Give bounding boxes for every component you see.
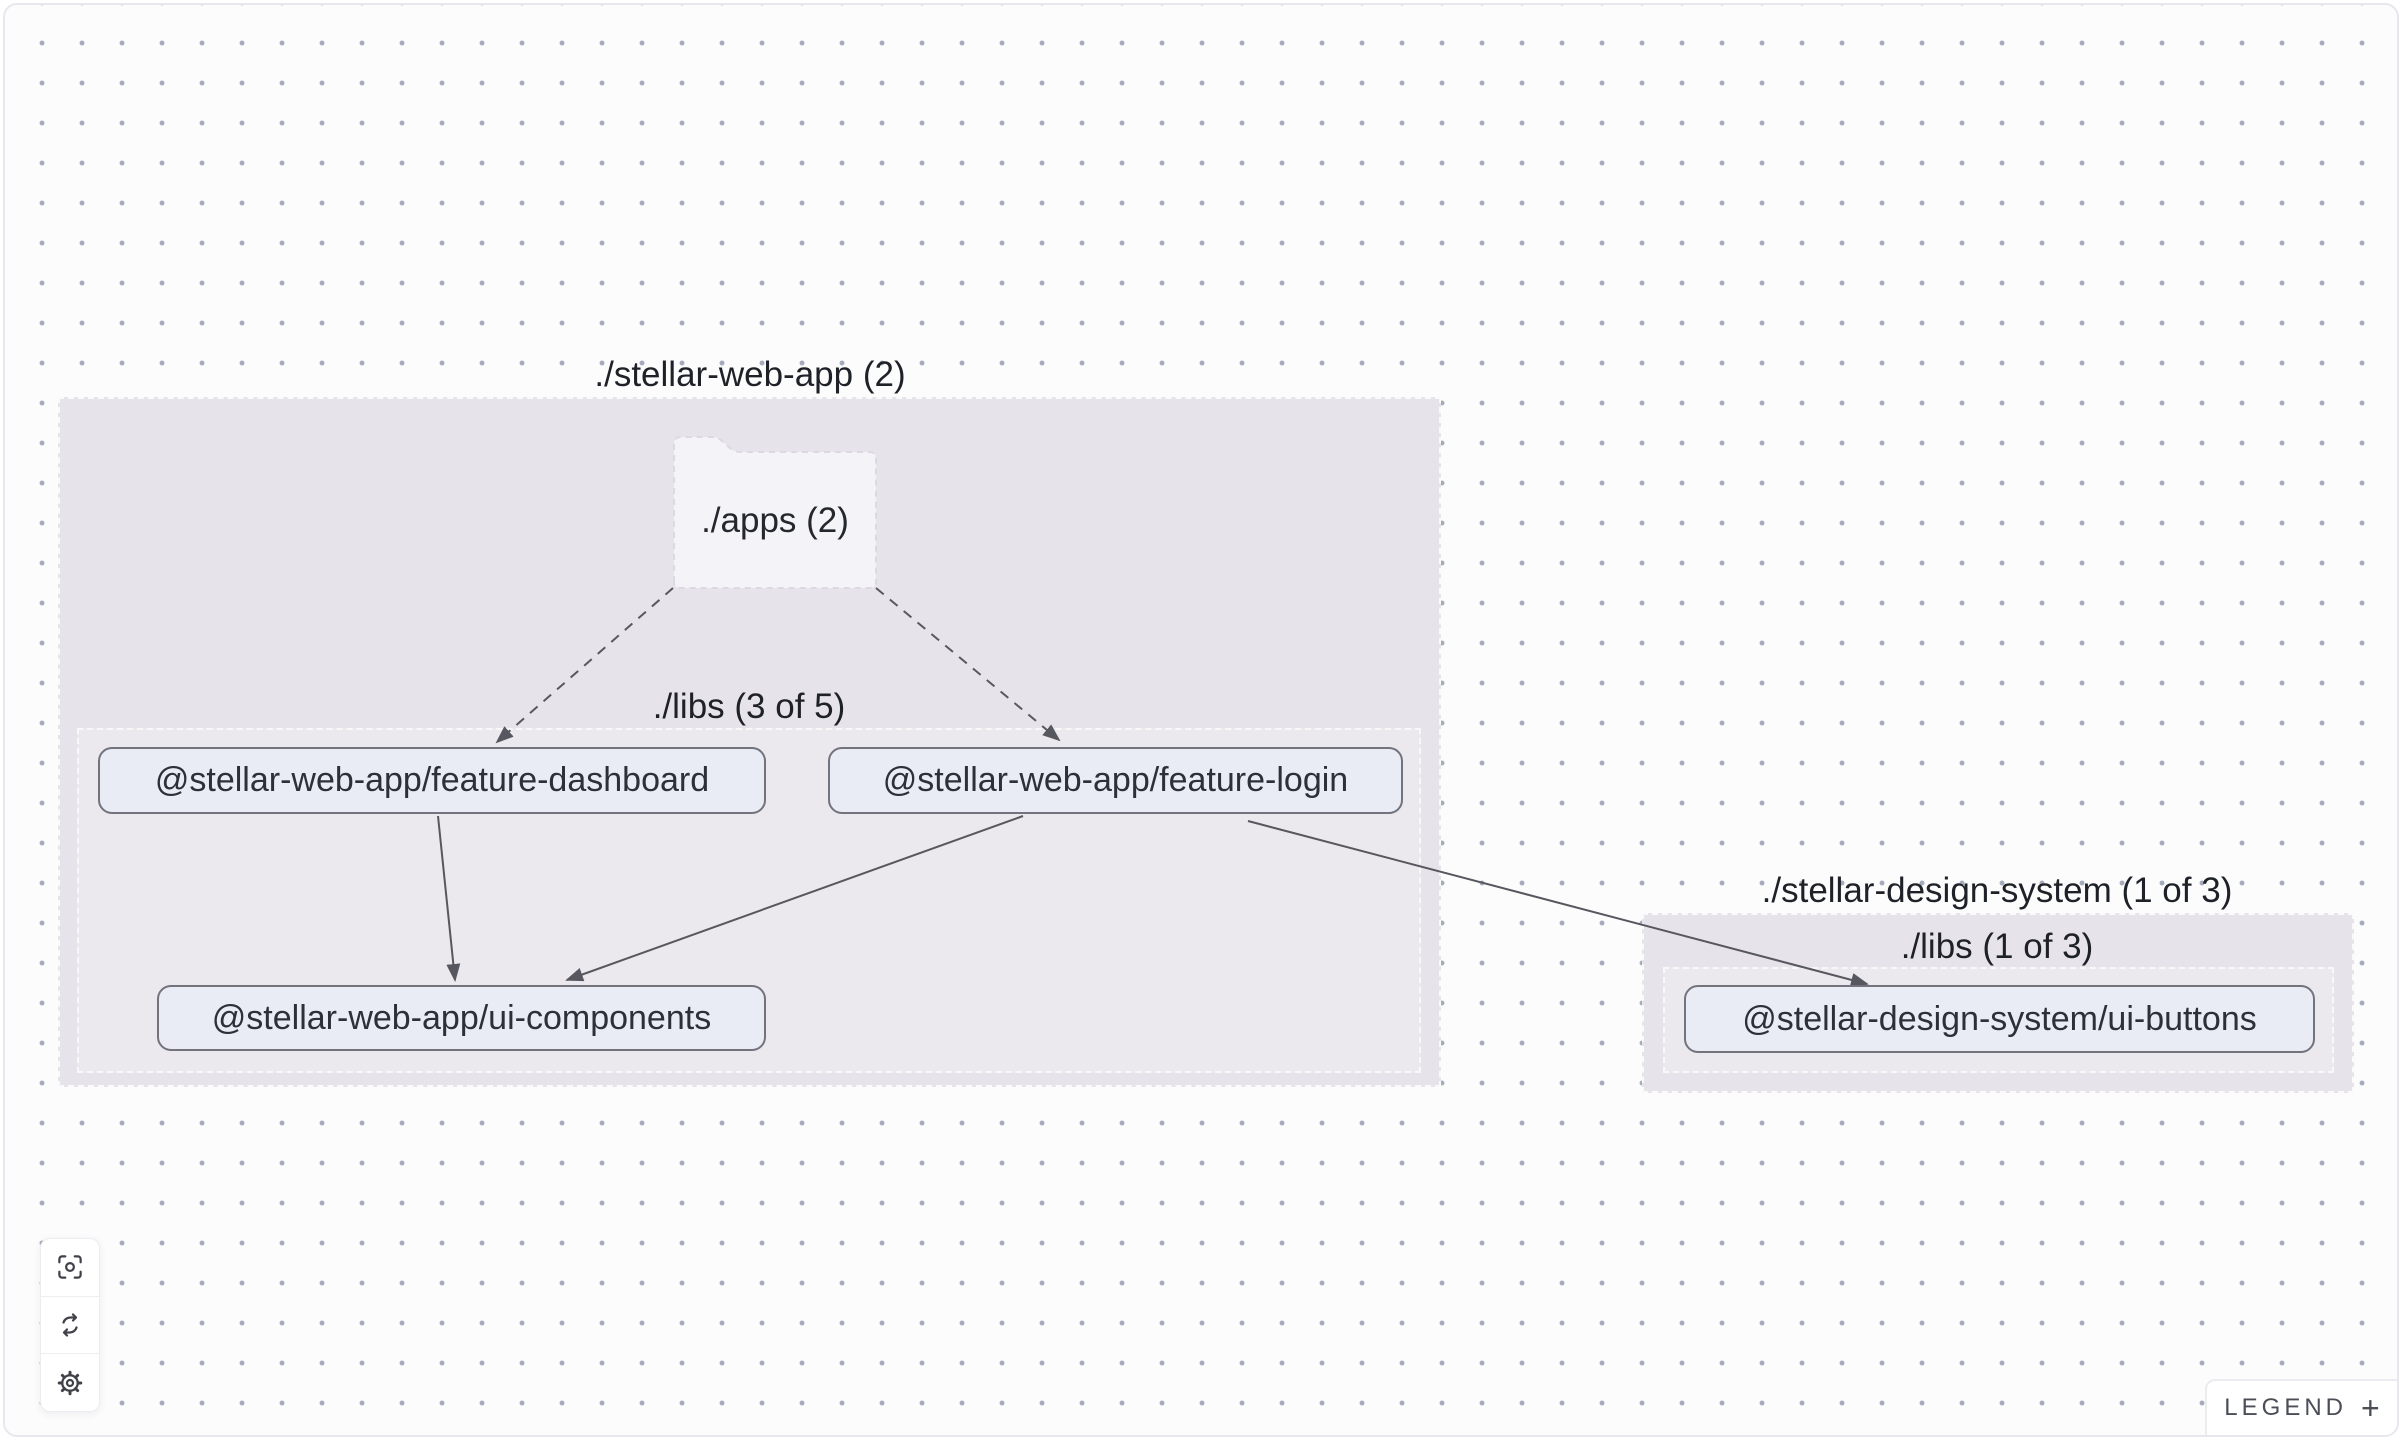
group-title-stellar-design-system: ./stellar-design-system (1 of 3) <box>1761 871 2233 910</box>
graph-canvas[interactable]: ./stellar-web-app (2) ./libs (3 of 5) ./… <box>3 3 2399 1437</box>
node-feature-dashboard[interactable]: @stellar-web-app/feature-dashboard <box>98 747 766 814</box>
folder-label-apps[interactable]: ./apps (2) <box>701 501 849 540</box>
node-feature-login[interactable]: @stellar-web-app/feature-login <box>828 747 1403 814</box>
node-ui-components[interactable]: @stellar-web-app/ui-components <box>157 985 766 1051</box>
settings-icon <box>57 1370 83 1395</box>
focus-icon <box>58 1255 82 1280</box>
focus-button[interactable] <box>41 1239 99 1296</box>
node-ui-buttons[interactable]: @stellar-design-system/ui-buttons <box>1684 985 2315 1053</box>
legend-label: LEGEND <box>2224 1394 2347 1421</box>
refresh-icon <box>62 1313 78 1337</box>
refresh-button[interactable] <box>41 1295 99 1354</box>
graph-toolbar <box>40 1238 100 1412</box>
settings-button[interactable] <box>41 1353 99 1411</box>
subgroup-label-design-system-libs: ./libs (1 of 3) <box>1900 927 2094 966</box>
subgroup-label-web-app-libs: ./libs (3 of 5) <box>652 687 846 726</box>
plus-icon: + <box>2361 1390 2380 1426</box>
group-title-stellar-web-app: ./stellar-web-app (2) <box>594 355 906 394</box>
legend-toggle[interactable]: LEGEND + <box>2205 1379 2397 1435</box>
